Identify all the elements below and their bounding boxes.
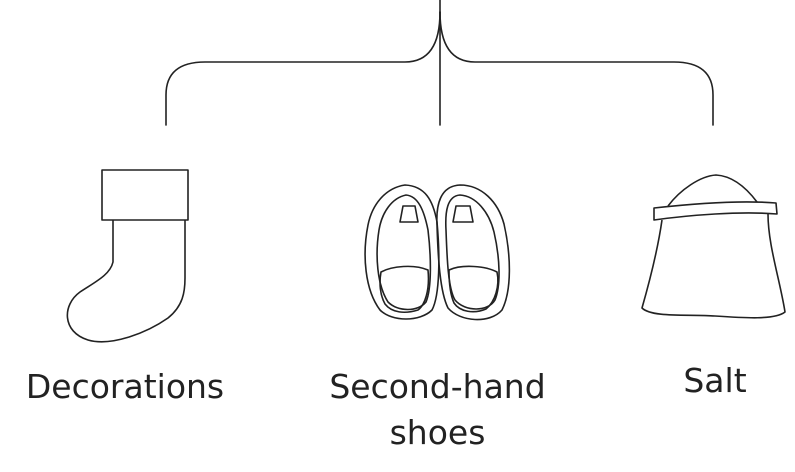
left-shoe-tongue <box>400 206 418 222</box>
stocking-body <box>67 220 185 342</box>
label-salt-line-1: Salt <box>650 358 780 404</box>
label-shoes-line-1: Second-hand <box>305 364 570 410</box>
salt-sack-body <box>642 214 785 318</box>
salt-sack-icon <box>642 175 785 318</box>
brace-connector <box>166 0 713 125</box>
right-shoe-tongue <box>453 206 473 222</box>
label-shoes-line-2: shoes <box>305 410 570 456</box>
label-second-hand-shoes: Second-hand shoes <box>305 364 570 456</box>
brace-left-curve <box>166 12 440 125</box>
label-salt: Salt <box>650 358 780 404</box>
right-shoe-toe <box>449 266 498 311</box>
left-shoe-inner <box>377 195 430 310</box>
stocking-icon <box>67 170 188 342</box>
brace-right-curve <box>440 12 713 125</box>
label-decorations-line-1: Decorations <box>5 364 245 410</box>
label-decorations: Decorations <box>5 364 245 410</box>
stocking-cuff <box>102 170 188 220</box>
right-shoe-inner <box>446 195 499 309</box>
salt-sack-band <box>654 202 777 220</box>
shoes-icon <box>365 185 509 320</box>
